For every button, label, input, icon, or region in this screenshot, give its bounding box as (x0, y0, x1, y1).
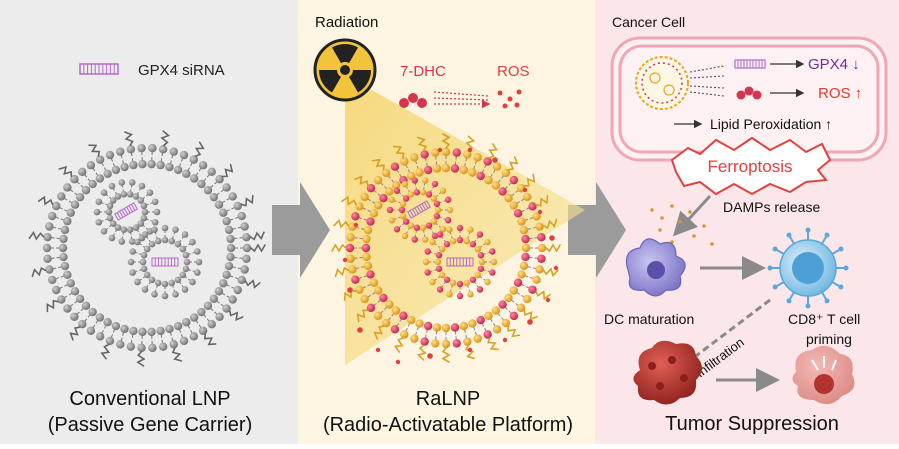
cancer-cell-label: Cancer Cell (612, 14, 685, 30)
lipid-peroxidation-label: Lipid Peroxidation ↑ (710, 116, 832, 132)
left-title-line2: (Passive Gene Carrier) (48, 414, 253, 436)
cd8-label-line1: CD8⁺ T cell (788, 311, 860, 327)
right-title: Tumor Suppression (665, 413, 839, 435)
ferroptosis-label: Ferroptosis (707, 157, 792, 176)
gpx4-label: GPX4 ↓ (808, 56, 860, 73)
radiation-symbol-icon (315, 40, 375, 100)
cd8-label-line2: priming (806, 331, 852, 347)
middle-ros-label: ROS (497, 63, 530, 80)
dc-maturation-label: DC maturation (604, 311, 694, 327)
dhc-label: 7-DHC (400, 63, 446, 80)
middle-title-line1: RaLNP (416, 388, 480, 410)
left-title-line1: Conventional LNP (69, 388, 230, 410)
radiation-label: Radiation (315, 14, 378, 31)
lnp-mini-icon (636, 57, 688, 109)
damps-label: DAMPs release (723, 199, 820, 215)
middle-title-line2: (Radio-Activatable Platform) (323, 414, 573, 436)
sirna-legend-label: GPX4 siRNA (138, 62, 225, 79)
right-ros-label: ROS ↑ (818, 85, 862, 102)
